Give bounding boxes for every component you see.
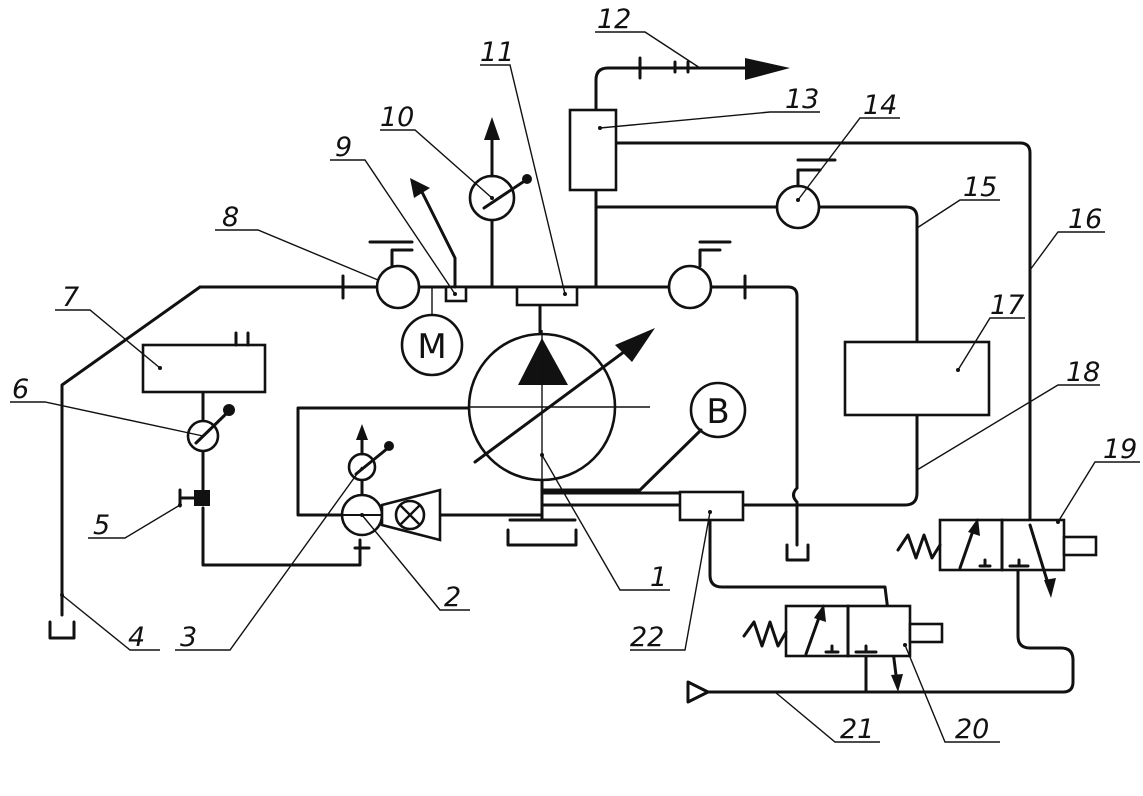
gauge-6 — [186, 404, 235, 453]
pump-2 — [340, 488, 442, 550]
label-7: 7 — [62, 282, 79, 313]
label-22: 22 — [630, 622, 664, 653]
leader-lines — [10, 31, 1140, 743]
line-16 — [614, 141, 1032, 522]
tank-7 — [141, 331, 267, 394]
label-14: 14 — [863, 90, 897, 121]
valve-19 — [896, 518, 1098, 598]
line-to-22 — [540, 491, 682, 507]
drain-4 — [48, 620, 76, 640]
pump-adjust-arrow — [473, 338, 642, 464]
valve-20 — [742, 604, 944, 692]
label-18: 18 — [1066, 357, 1100, 388]
label-8: 8 — [222, 202, 239, 233]
element-22 — [678, 490, 745, 522]
drain-line-4 — [60, 285, 202, 617]
right-drain-tank — [785, 543, 810, 562]
label-21: 21 — [840, 714, 874, 745]
pipe-12-arrow — [638, 56, 790, 80]
label-19: 19 — [1103, 434, 1137, 465]
valve-8 — [341, 240, 421, 310]
label-5: 5 — [93, 510, 110, 541]
valve-right — [667, 240, 747, 310]
pump-triangle — [518, 338, 568, 385]
label-10: 10 — [380, 102, 414, 133]
line-21 — [706, 566, 1075, 694]
pump-1 — [467, 328, 655, 482]
number-labels: 1 2 3 4 5 6 7 8 9 10 11 12 13 14 15 16 1… — [12, 4, 1137, 745]
label-16: 16 — [1068, 204, 1102, 235]
valve-5 — [178, 488, 210, 508]
label-6: 6 — [12, 374, 29, 405]
drains — [48, 528, 810, 640]
motor-m: M — [400, 287, 464, 377]
gauge-10 — [468, 117, 532, 222]
b-letter: B — [706, 392, 729, 432]
element-13 — [568, 108, 618, 192]
label-11: 11 — [480, 37, 514, 68]
label-13: 13 — [785, 84, 819, 115]
label-20: 20 — [955, 714, 989, 745]
element-17 — [843, 340, 991, 417]
line-22-20 — [708, 518, 899, 685]
label-2: 2 — [444, 582, 461, 613]
line-13-14-17 — [594, 190, 919, 344]
label-15: 15 — [963, 172, 997, 203]
label-9: 9 — [335, 132, 352, 163]
label-1: 1 — [650, 562, 667, 593]
pump-drain-tank — [506, 528, 578, 547]
element-11 — [515, 285, 579, 307]
label-4: 4 — [128, 622, 145, 653]
gauge-3 — [347, 424, 394, 482]
inlet-21 — [686, 680, 710, 704]
sensor-b: B — [540, 381, 747, 492]
motor-letter: M — [417, 327, 446, 367]
tank-7-line — [201, 390, 362, 567]
pipe-12 — [594, 66, 747, 112]
label-17: 17 — [990, 290, 1024, 321]
pump-left-loop — [296, 406, 472, 517]
valve-14 — [775, 158, 837, 230]
line-17-return — [741, 413, 919, 507]
label-3: 3 — [180, 622, 197, 653]
label-12: 12 — [597, 4, 631, 35]
leader-dots — [60, 126, 1060, 647]
right-drain — [792, 486, 799, 547]
